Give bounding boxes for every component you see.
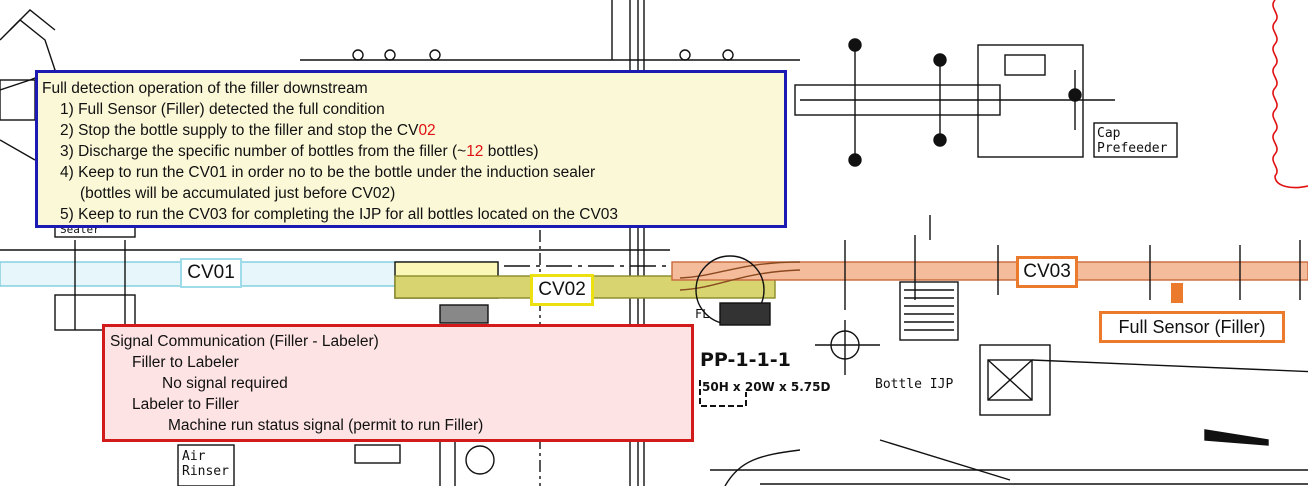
cap-prefeeder-label-1: Cap — [1097, 126, 1121, 141]
cad-labels: Cap Prefeeder Sealer FL PP-1-1-1 50H x 2… — [60, 126, 1168, 479]
operation-note: Full detection operation of the filler d… — [35, 70, 787, 228]
full-sensor-marker — [1171, 283, 1183, 303]
operation-step-3-suffix: bottles) — [483, 143, 539, 160]
operation-step-3: 3) Discharge the specific number of bott… — [42, 141, 784, 162]
cv02-tag: CV02 — [530, 274, 594, 306]
operation-step-2-text: 2) Stop the bottle supply to the filler … — [60, 122, 419, 139]
cv03-tag: CV03 — [1016, 256, 1078, 288]
signal-labeler-to-filler: Labeler to Filler — [132, 396, 239, 413]
cap-prefeeder-label-2: Prefeeder — [1097, 141, 1168, 156]
signal-filler-to-labeler: Filler to Labeler — [132, 354, 239, 371]
signal-note: Signal Communication (Filler - Labeler) … — [102, 324, 694, 442]
air-rinser-label-2: Rinser — [182, 464, 229, 479]
signal-no-signal: No signal required — [162, 375, 288, 392]
operation-step-3-text: 3) Discharge the specific number of bott… — [60, 143, 467, 160]
operation-step-3-highlight: 12 — [466, 143, 484, 160]
operation-step-1: 1) Full Sensor (Filler) detected the ful… — [60, 101, 385, 118]
signal-note-title: Signal Communication (Filler - Labeler) — [110, 333, 379, 350]
bottle-ijp-label: Bottle IJP — [875, 377, 953, 392]
fl-label: FL — [695, 307, 709, 321]
full-sensor-tag: Full Sensor (Filler) — [1099, 311, 1285, 343]
operation-step-2: 2) Stop the bottle supply to the filler … — [42, 120, 784, 141]
operation-step-2-highlight: 02 — [418, 122, 436, 139]
operation-step-4: 4) Keep to run the CV01 in order no to b… — [60, 164, 596, 181]
operation-step-5: 5) Keep to run the CV03 for completing t… — [60, 206, 619, 223]
cv01-tag: CV01 — [180, 258, 242, 288]
air-rinser-label-1: Air — [182, 449, 206, 464]
pp-dimensions: 50H x 20W x 5.75D — [702, 380, 830, 394]
signal-run-status: Machine run status signal (permit to run… — [168, 417, 484, 434]
operation-note-title: Full detection operation of the filler d… — [42, 80, 368, 97]
pp-label: PP-1-1-1 — [700, 349, 791, 371]
operation-step-4-continued: (bottles will be accumulated just before… — [80, 185, 396, 202]
